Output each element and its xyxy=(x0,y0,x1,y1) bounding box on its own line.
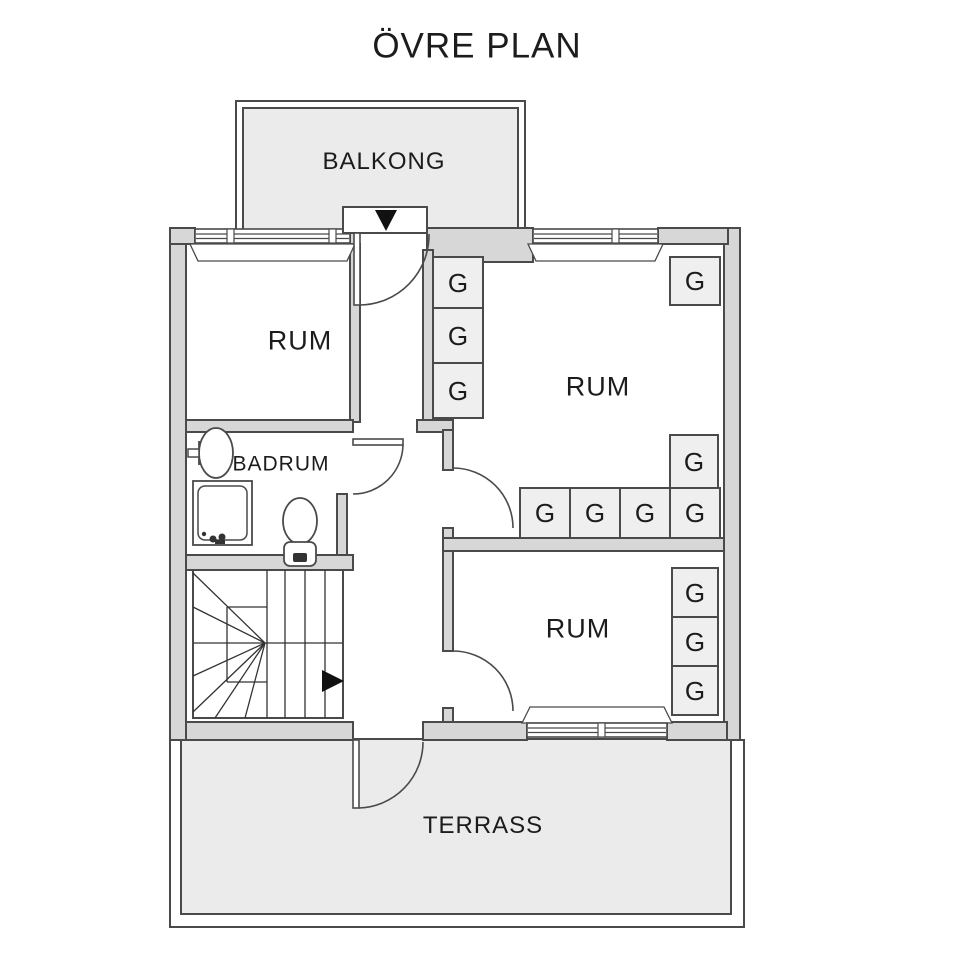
wall-top-seg4 xyxy=(657,227,729,245)
closet-room3-3-label: G xyxy=(684,676,706,706)
closet-room2-east-label: G xyxy=(683,447,705,477)
room-top-right-label: RUM xyxy=(565,371,631,402)
shower-icon xyxy=(192,480,253,546)
door-room3 xyxy=(452,650,514,712)
wall-room3-west xyxy=(442,550,454,652)
bathroom-label: BADRUM xyxy=(232,452,330,476)
doors xyxy=(352,232,514,809)
toilet-icon xyxy=(282,497,318,567)
closet-hall-3 xyxy=(432,362,484,419)
closet-row-4 xyxy=(669,487,721,539)
closet-row-3-label: G xyxy=(634,498,656,528)
closet-room2-corner-label: G xyxy=(684,266,706,296)
wall-between-rooms xyxy=(442,537,725,552)
closet-hall-2-label: G xyxy=(447,321,469,351)
entrance-arrow-icon xyxy=(375,210,397,231)
closet-room2-east xyxy=(669,434,719,489)
closet-row-3 xyxy=(619,487,671,539)
door-room2 xyxy=(452,467,514,529)
stairs-direction-arrow-icon xyxy=(322,670,344,692)
terrace-label: TERRASS xyxy=(422,812,544,839)
closet-hall-2 xyxy=(432,307,484,364)
wall-left xyxy=(169,227,187,741)
closet-room3-2-label: G xyxy=(684,627,706,657)
closet-room3-1-label: G xyxy=(684,578,706,608)
wall-bottom-seg1 xyxy=(185,721,354,741)
closet-room2-corner xyxy=(669,256,721,306)
window-room2 xyxy=(526,228,665,262)
wall-bottom-seg2 xyxy=(422,721,528,741)
wall-bathroom-north xyxy=(185,419,354,433)
closets xyxy=(432,256,721,716)
door-terrace xyxy=(352,739,424,809)
closet-hall-1-label: G xyxy=(447,268,469,298)
wall-bottom-seg3 xyxy=(666,721,728,741)
balcony-label: BALKONG xyxy=(322,148,446,175)
door-bathroom xyxy=(352,438,404,495)
sink-icon xyxy=(187,427,234,479)
closet-hall-3-label: G xyxy=(447,376,469,406)
wall-room3-hinge-stub xyxy=(442,707,454,723)
plan-title: ÖVRE PLAN xyxy=(372,26,582,66)
window-room1 xyxy=(188,228,357,262)
closet-room3-1 xyxy=(671,567,719,618)
window-room3 xyxy=(520,706,674,738)
stairs xyxy=(192,569,344,719)
wall-top-seg1 xyxy=(169,227,196,245)
wall-bathroom-south xyxy=(185,554,354,571)
wall-room2-west-stub xyxy=(442,429,454,471)
room-top-left-label: RUM xyxy=(267,325,333,356)
closet-row-2-label: G xyxy=(584,498,606,528)
door-balcony xyxy=(353,232,430,306)
balcony-threshold xyxy=(342,206,428,234)
bathroom-fixtures xyxy=(187,427,318,567)
walls xyxy=(169,227,741,741)
closet-room3-3 xyxy=(671,665,719,716)
room-bottom-right-label: RUM xyxy=(545,613,611,644)
closet-hall-1 xyxy=(432,256,484,309)
closet-row-1-label: G xyxy=(534,498,556,528)
windows xyxy=(188,228,674,738)
wall-right xyxy=(723,227,741,741)
closet-row-4-label: G xyxy=(684,498,706,528)
wall-hall-east xyxy=(422,249,434,431)
terrace-area xyxy=(169,738,745,928)
